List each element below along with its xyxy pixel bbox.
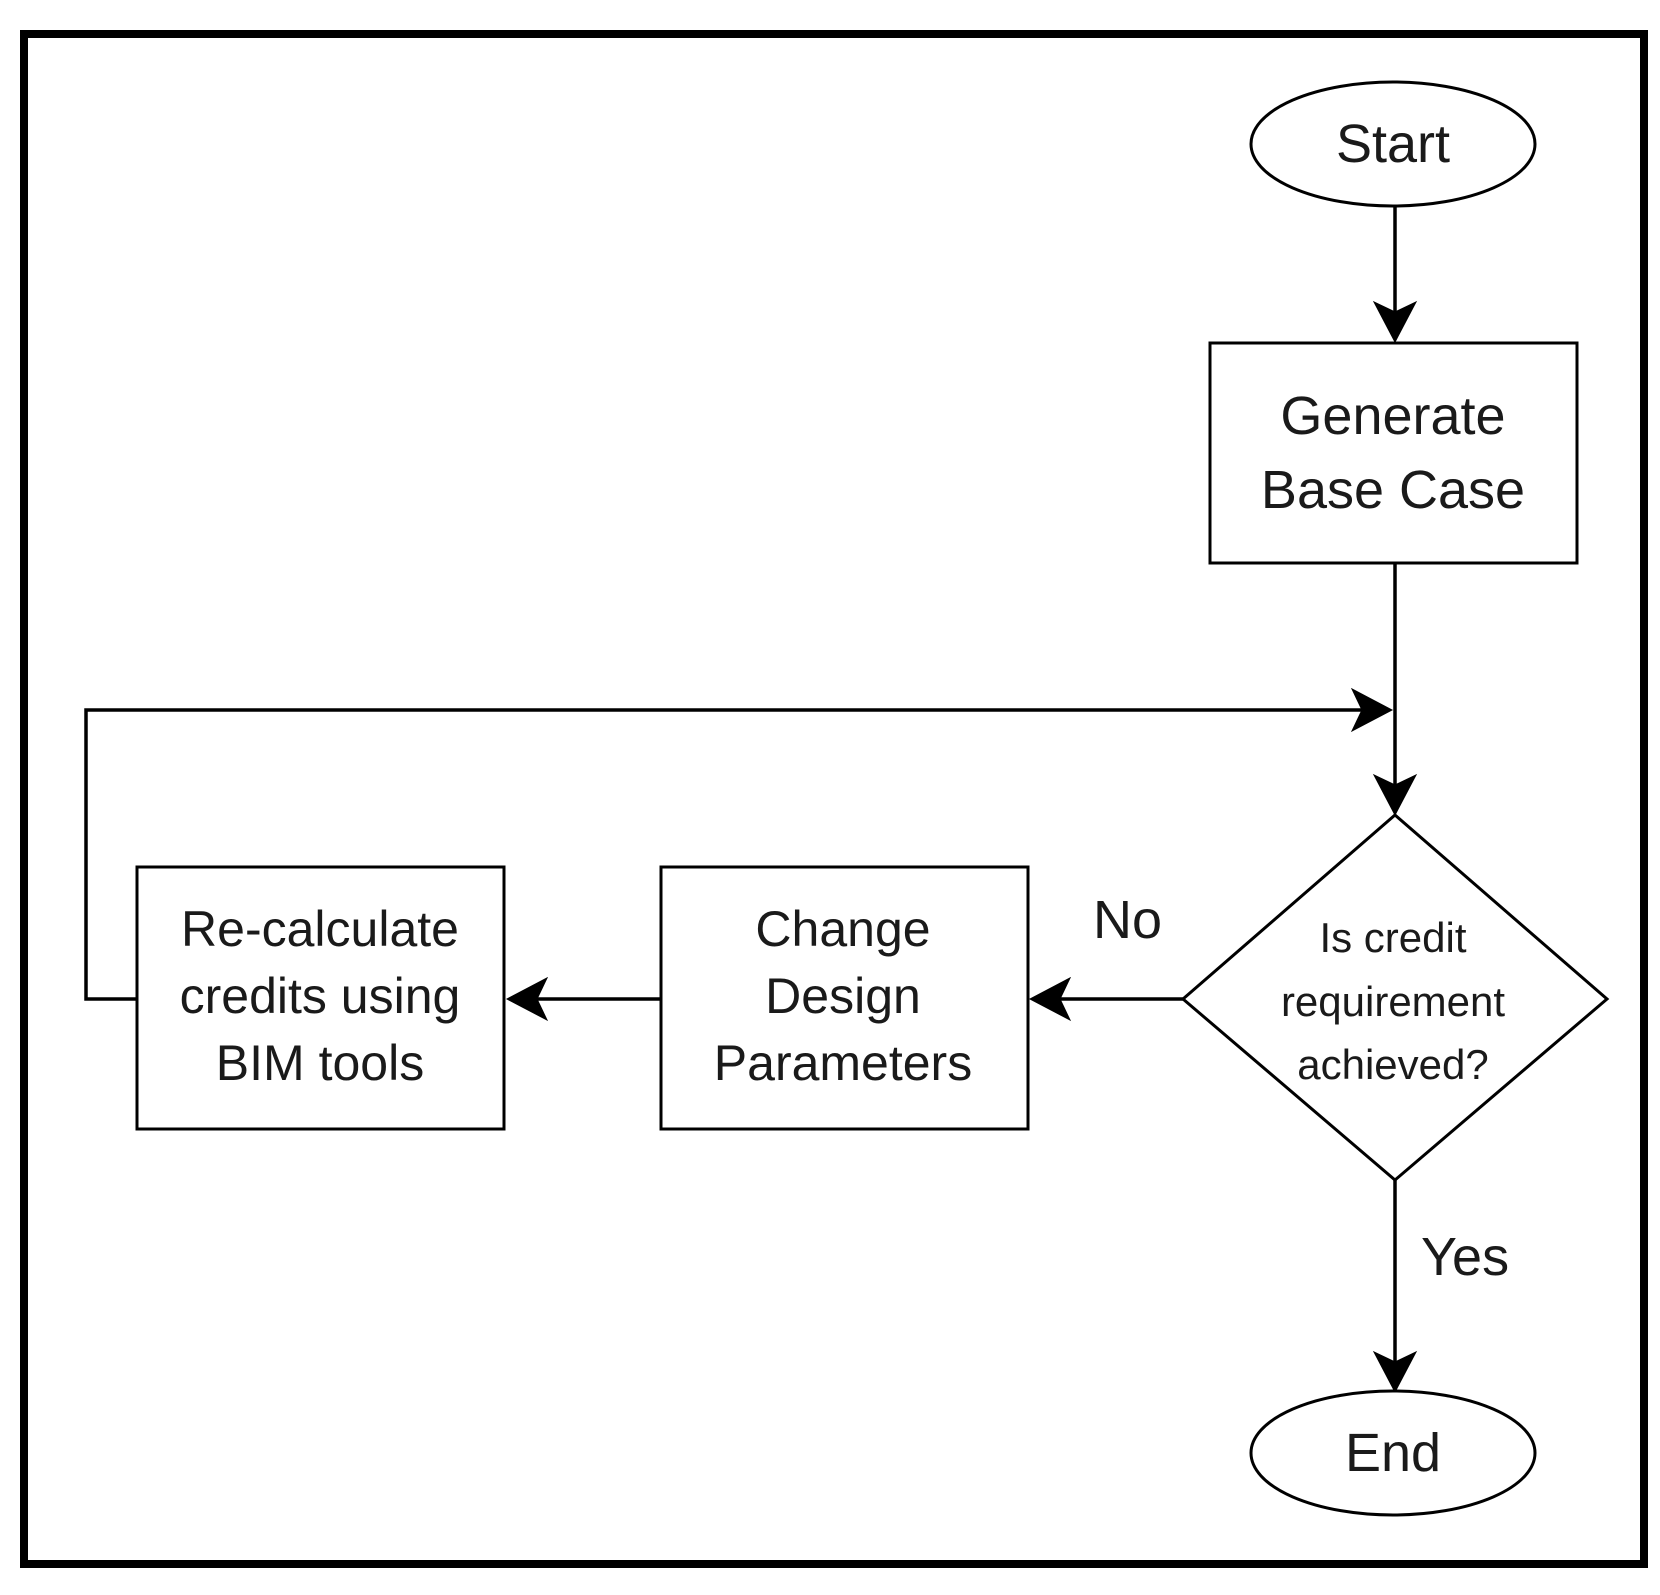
recalculate-credits-node — [135, 865, 506, 1131]
decision-node — [1180, 813, 1610, 1182]
arrowhead-change — [1028, 976, 1072, 1022]
recalc-label-line3: BIM tools — [216, 1035, 424, 1091]
arrowhead-decision — [1372, 773, 1418, 817]
decision-label-line3: achieved? — [1297, 1041, 1488, 1088]
start-label: Start — [1336, 114, 1450, 174]
arrowhead-recalc — [505, 976, 549, 1022]
change-label-line1: Change — [755, 901, 930, 957]
edge-loop-back — [84, 708, 1370, 1001]
outer-frame — [20, 30, 1648, 1568]
change-label-line3: Parameters — [714, 1035, 972, 1091]
end-label: End — [1345, 1423, 1441, 1483]
end-node — [1249, 1389, 1537, 1517]
generate-label-line2: Base Case — [1261, 460, 1525, 520]
change-design-parameters-node — [659, 865, 1030, 1131]
recalc-label-line1: Re-calculate — [181, 901, 459, 957]
start-node — [1249, 80, 1537, 208]
generate-label-line1: Generate — [1280, 386, 1505, 446]
arrowhead-loop — [1350, 687, 1394, 733]
arrowhead-end — [1372, 1350, 1418, 1394]
arrowhead-generate — [1372, 300, 1418, 344]
change-label-line2: Design — [765, 968, 921, 1024]
decision-label-line2: requirement — [1281, 978, 1505, 1025]
edge-label-no: No — [1093, 890, 1162, 950]
decision-label-line1: Is credit — [1319, 914, 1466, 961]
generate-base-case-node — [1208, 341, 1579, 565]
edge-label-yes: Yes — [1421, 1227, 1509, 1287]
recalc-label-line2: credits using — [180, 968, 461, 1024]
